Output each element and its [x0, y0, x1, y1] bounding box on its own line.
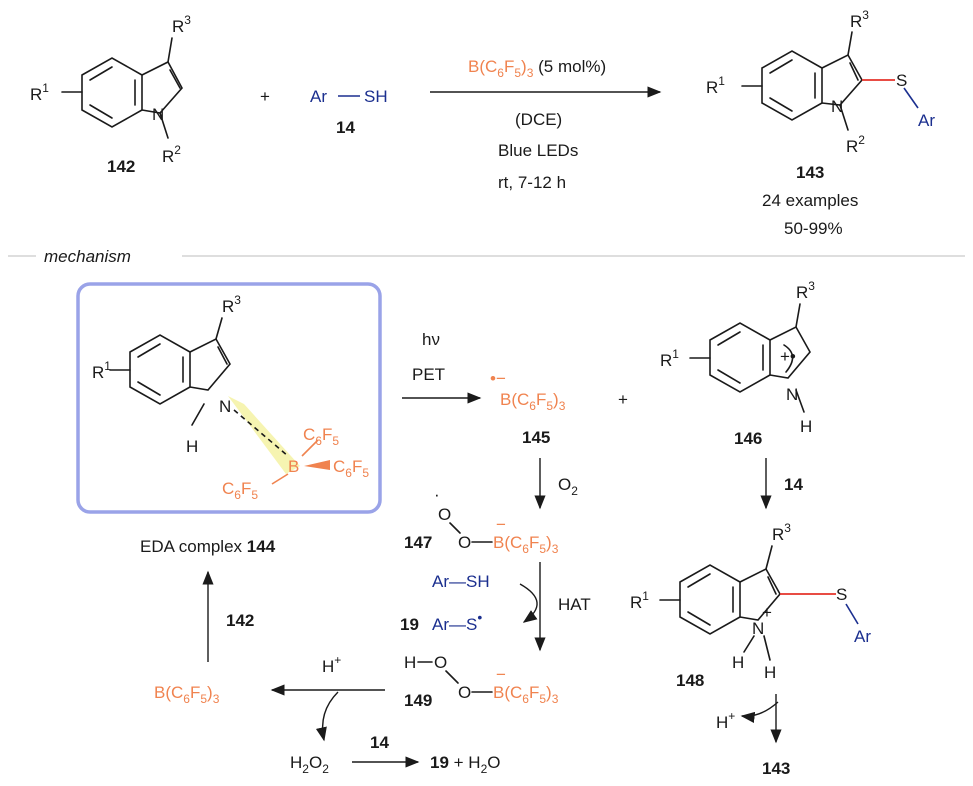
hydroperoxy-label: 149 [404, 691, 432, 710]
light-text: Blue LEDs [498, 141, 578, 160]
svg-text:B(C6F5)3: B(C6F5)3 [493, 533, 559, 556]
svg-text:R1: R1 [30, 81, 49, 104]
svg-text:R1: R1 [660, 347, 679, 370]
solvent-text: (DCE) [515, 110, 562, 129]
radical-cation-146-structure [689, 303, 811, 413]
svg-text:C6F5: C6F5 [333, 457, 369, 480]
hat-text: HAT [558, 595, 591, 614]
svg-text:O: O [438, 505, 451, 524]
thiol-text: Ar—SH [432, 572, 490, 591]
svg-text:R1: R1 [630, 589, 649, 612]
svg-text:C6F5: C6F5 [303, 425, 339, 448]
svg-text:N: N [786, 385, 798, 404]
svg-text:·: · [434, 485, 440, 504]
radical-anion-label: 145 [522, 428, 550, 447]
eda-indole-structure [109, 317, 231, 426]
byproduct-text: 19 + H2O [430, 753, 501, 776]
svg-text:H: H [732, 653, 744, 672]
svg-text:H: H [800, 417, 812, 436]
svg-text:R3: R3 [172, 13, 191, 36]
eda-label: EDA complex 144 [140, 537, 276, 556]
svg-text:+•: +• [780, 347, 796, 366]
o2-text: O2 [558, 475, 578, 498]
thiyl-text: Ar—S• [432, 609, 482, 634]
catalyst-text: B(C6F5)3 (5 mol%) [468, 57, 606, 80]
svg-text:R3: R3 [772, 521, 791, 544]
borane-text: B(C6F5)3 [154, 683, 220, 706]
svg-text:−: − [496, 515, 506, 534]
svg-text:H: H [404, 653, 416, 672]
deprotonation-proton: H+ [716, 709, 735, 732]
radical-anion-charge: •− [490, 369, 506, 388]
svg-text:R2: R2 [162, 143, 181, 166]
h2o2-text: H2O2 [290, 753, 329, 776]
reactant-label: 142 [107, 157, 135, 176]
svg-text:R3: R3 [796, 279, 815, 302]
proton-text: H+ [322, 653, 341, 676]
plus-sign: + [260, 87, 270, 106]
svg-text:O: O [434, 653, 447, 672]
svg-text:R1: R1 [706, 74, 725, 97]
radical-cation-label: 146 [734, 429, 762, 448]
svg-text:R3: R3 [850, 8, 869, 31]
conditions-text: rt, 7-12 h [498, 173, 566, 192]
svg-text:Ar: Ar [854, 627, 871, 646]
svg-text:N: N [219, 397, 231, 416]
product-label: 143 [796, 163, 824, 182]
svg-text:R1: R1 [92, 359, 111, 382]
thiyl-label: 19 [400, 615, 419, 634]
thiol-addition-label: 14 [784, 475, 803, 494]
svg-text:C6F5: C6F5 [222, 479, 258, 502]
svg-text:N: N [831, 97, 843, 116]
svg-text:S: S [836, 585, 847, 604]
peroxy-label: 147 [404, 533, 432, 552]
svg-text:−: − [496, 665, 506, 684]
mechanism-plus: + [618, 390, 628, 409]
indole-142-structure [61, 37, 183, 139]
svg-text:N: N [752, 619, 764, 638]
examples-text: 24 examples [762, 191, 858, 210]
svg-text:O: O [458, 533, 471, 552]
reagent-ar: Ar [310, 87, 327, 106]
h2o2-reagent-label: 14 [370, 733, 389, 752]
intermediate-label: 148 [676, 671, 704, 690]
svg-text:O: O [458, 683, 471, 702]
final-product-label: 143 [762, 759, 790, 778]
radical-anion-text: B(C6F5)3 [500, 390, 566, 413]
svg-text:N: N [152, 105, 164, 124]
svg-text:R3: R3 [222, 293, 241, 316]
reagent-label: 14 [336, 118, 355, 137]
svg-text:+: + [762, 603, 772, 622]
hv-text: hν [422, 330, 440, 349]
yield-text: 50-99% [784, 219, 843, 238]
mechanism-heading: mechanism [44, 247, 131, 266]
svg-text:S: S [896, 71, 907, 90]
eda-complex-box [76, 282, 382, 514]
cycle-label: 142 [226, 611, 254, 630]
svg-text:B(C6F5)3: B(C6F5)3 [493, 683, 559, 706]
reagent-sh: SH [364, 87, 388, 106]
svg-text:R2: R2 [846, 133, 865, 156]
svg-text:H: H [764, 663, 776, 682]
svg-text:Ar: Ar [918, 111, 935, 130]
product-143-structure [741, 31, 863, 131]
pet-text: PET [412, 365, 445, 384]
svg-text:H: H [186, 437, 198, 456]
svg-text:B: B [288, 457, 299, 476]
